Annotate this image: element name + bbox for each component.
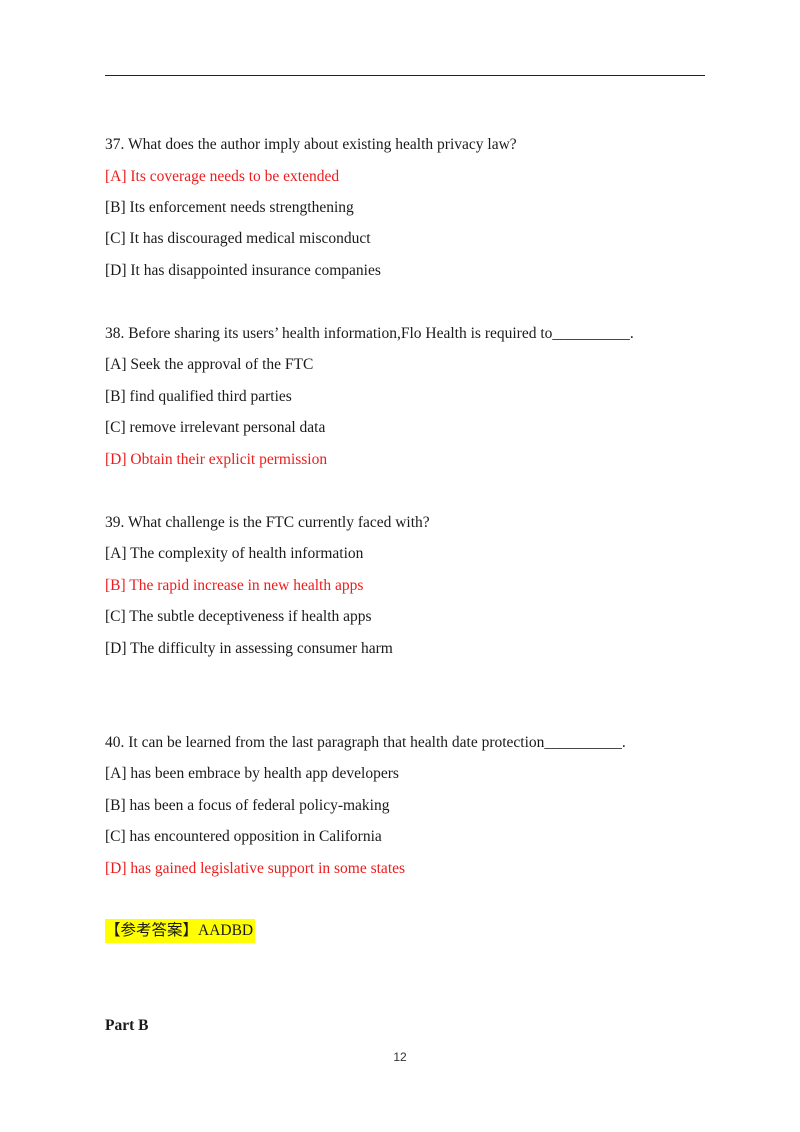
- question-39-stem: 39. What challenge is the FTC currently …: [105, 514, 430, 531]
- question-38-stem: 38. Before sharing its users’ health inf…: [105, 325, 634, 342]
- question-38-option-b: [B] find qualified third parties: [105, 388, 292, 405]
- question-40-option-b: [B] has been a focus of federal policy-m…: [105, 797, 390, 814]
- question-37-option-c: [C] It has discouraged medical misconduc…: [105, 230, 371, 247]
- question-37-option-a: [A] Its coverage needs to be extended: [105, 168, 340, 185]
- question-40-option-c: [C] has encountered opposition in Califo…: [105, 828, 382, 845]
- header-rule: [105, 75, 705, 76]
- question-40-stem: 40. It can be learned from the last para…: [105, 734, 626, 751]
- section-heading: Part B: [105, 1017, 149, 1034]
- question-39-option-d: [D] The difficulty in assessing consumer…: [105, 640, 393, 657]
- page-number: 12: [393, 1050, 407, 1064]
- question-40-option-a: [A] has been embrace by health app devel…: [105, 765, 399, 782]
- answer-key: 【参考答案】AADBD: [105, 919, 256, 943]
- question-39-option-c: [C] The subtle deceptiveness if health a…: [105, 608, 372, 625]
- question-38-option-c: [C] remove irrelevant personal data: [105, 419, 326, 436]
- question-39-option-a: [A] The complexity of health information: [105, 545, 364, 562]
- question-37-option-b: [B] Its enforcement needs strengthening: [105, 199, 354, 216]
- question-37-option-d: [D] It has disappointed insurance compan…: [105, 262, 381, 279]
- question-39-option-b: [B] The rapid increase in new health app…: [105, 577, 364, 594]
- question-38-option-d: [D] Obtain their explicit permission: [105, 451, 328, 468]
- question-37-stem: 37. What does the author imply about exi…: [105, 136, 517, 153]
- question-40-option-d: [D] has gained legislative support in so…: [105, 860, 406, 877]
- question-38-option-a: [A] Seek the approval of the FTC: [105, 356, 314, 373]
